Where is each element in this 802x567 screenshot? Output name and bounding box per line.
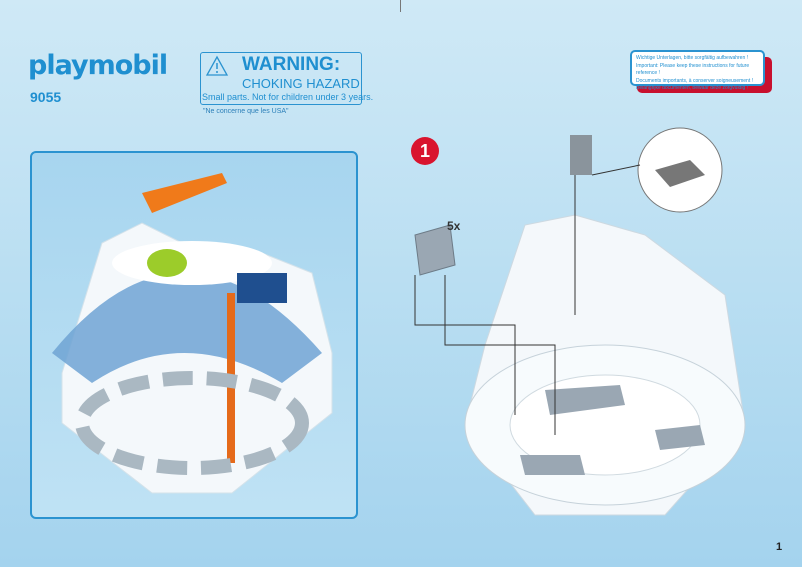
usa-note: "Ne concerne que les USA" [203, 108, 289, 115]
grate-part [414, 224, 456, 276]
finished-igloo-illustration [52, 173, 333, 494]
notice-line: Important: Please keep these instruction… [636, 62, 750, 77]
finished-model-frame [30, 151, 358, 519]
notice-line: Wichtige Unterlagen, bitte sorgfältig au… [636, 55, 749, 61]
warning-box: WARNING: CHOKING HAZARD Small parts. Not… [200, 52, 373, 105]
warning-text: Small parts. Not for children under 3 ye… [202, 92, 374, 102]
notice-line: Belangrijke documenten, bewaar deze zorg… [636, 85, 749, 91]
warning-subtitle: CHOKING HAZARD [242, 76, 360, 91]
warning-triangle-icon [205, 55, 229, 76]
step-number-badge: 1 [411, 137, 439, 165]
keep-instructions-notice: Wichtige Unterlagen, bitte sorgfältig au… [630, 50, 765, 91]
page-number: 1 [776, 541, 783, 553]
notice-line: Documents importants, à conserver soigne… [636, 77, 753, 84]
warning-title: WARNING: [242, 54, 341, 75]
step-1-assembly-illustration [414, 127, 746, 516]
part-count: 5x [447, 219, 461, 233]
flag-part [570, 135, 592, 175]
fold-mark [400, 0, 401, 12]
product-number: 9055 [30, 89, 62, 105]
playmobil-logo: playmobil [28, 50, 168, 81]
